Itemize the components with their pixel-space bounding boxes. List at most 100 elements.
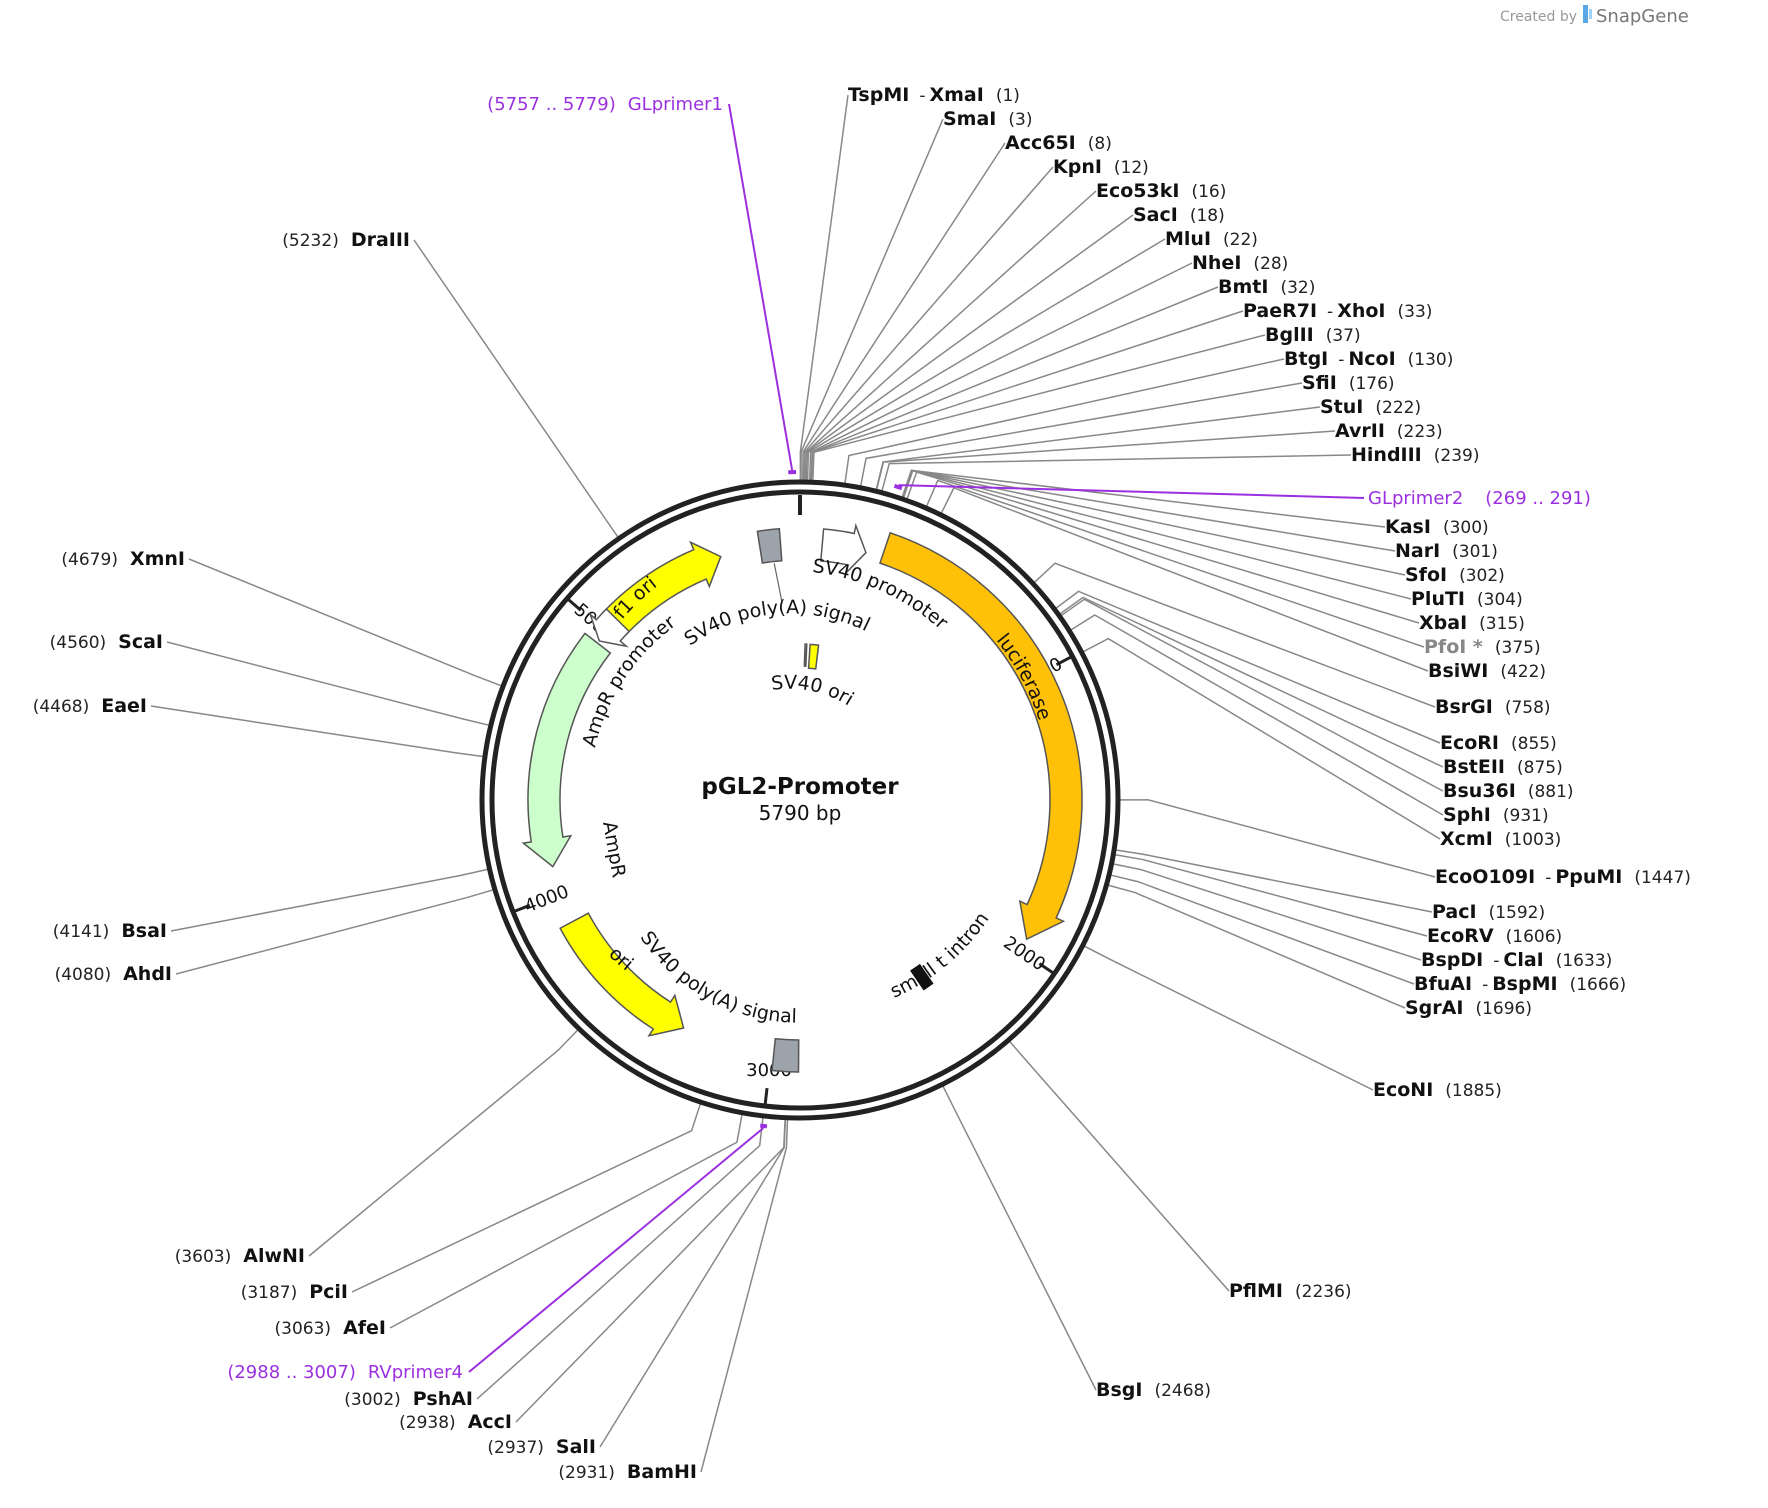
ori-arrow — [559, 912, 685, 1037]
enzyme-label-btgi: BtgI-NcoI(130) — [1284, 348, 1453, 370]
enzyme-label-sali: (2937)SalI — [487, 1436, 596, 1458]
credit-prefix: Created by — [1500, 9, 1577, 25]
label-sv40-ori: SV40 ori — [770, 672, 857, 711]
enzyme-label-nhei: NheI(28) — [1192, 252, 1288, 274]
enzyme-line-xcmi — [1083, 637, 1441, 840]
enzyme-label-xbai: XbaI(315) — [1419, 612, 1525, 634]
tick-mark-4000 — [514, 903, 531, 913]
enzyme-line-kasi — [901, 469, 1386, 528]
enzyme-label-bsiwi: BsiWI(422) — [1428, 660, 1546, 682]
enzyme-line-pfoi — [925, 479, 1425, 648]
enzyme-line-bsteii — [1059, 596, 1444, 768]
enzyme-line-avrii — [875, 430, 1336, 490]
enzyme-line-sphi — [1070, 614, 1444, 816]
enzyme-label-xmni: (4679)XmnI — [61, 548, 185, 570]
tick-mark-5000 — [567, 598, 582, 612]
tick-mark-3000 — [763, 1087, 769, 1105]
enzyme-line-ahdi — [175, 889, 494, 975]
plasmid-length: 5790 bp — [759, 801, 842, 825]
enzyme-line-btgi — [844, 358, 1285, 484]
enzyme-label-paci: PacI(1592) — [1432, 901, 1545, 923]
enzyme-label-kasi: KasI(300) — [1385, 516, 1489, 538]
enzyme-label-alwni: (3603)AlwNI — [175, 1245, 305, 1267]
tick-label-4000: 4000 — [522, 881, 572, 917]
enzyme-line-group — [150, 94, 1444, 1473]
enzyme-label-ecorv: EcoRV(1606) — [1427, 925, 1562, 947]
enzyme-line-sgrai — [1108, 884, 1406, 1009]
enzyme-label-econi: EcoNI(1885) — [1373, 1079, 1502, 1101]
tick-mark-2000 — [1038, 962, 1054, 974]
enzyme-label-pcii: (3187)PciI — [241, 1281, 348, 1303]
enzyme-label-scai: (4560)ScaI — [50, 631, 163, 653]
enzyme-line-bsu36i — [1060, 598, 1444, 792]
enzyme-label-pluti: PluTI(304) — [1411, 588, 1523, 610]
enzyme-label-paer7i: PaeR7I-XhoI(33) — [1243, 300, 1432, 322]
backbone-outer-ring — [479, 479, 1121, 1121]
enzyme-label-bsu36i: Bsu36I(881) — [1443, 780, 1574, 802]
enzyme-line-xbai — [906, 471, 1420, 624]
enzyme-line-mlui — [806, 238, 1166, 481]
enzyme-line-afei — [389, 1114, 743, 1329]
enzyme-line-paci — [1115, 849, 1433, 913]
enzyme-label-bspdi: BspDI-ClaI(1633) — [1421, 949, 1612, 971]
enzyme-label-saci: SacI(18) — [1133, 204, 1225, 226]
enzyme-label-bsgi: BsgI(2468) — [1096, 1379, 1211, 1401]
primer-line-glprimer1 — [728, 103, 794, 471]
enzyme-line-nari — [901, 469, 1396, 552]
enzyme-label-acci: (2938)AccI — [399, 1411, 512, 1433]
enzyme-line-bsgi — [942, 1085, 1097, 1391]
primer-mark-rvprimer4 — [760, 1123, 768, 1129]
enzyme-line-bsiwi — [940, 486, 1429, 672]
primer-label-glprimer1: (5757 .. 5779)GLprimer1 — [487, 94, 723, 115]
enzyme-label-pfoi: PfoI *(375) — [1424, 636, 1541, 658]
enzyme-label-eco53ki: Eco53kI(16) — [1096, 180, 1226, 202]
enzyme-label-tspmi: TspMI-XmaI(1) — [848, 84, 1020, 106]
enzyme-label-draiii: (5232)DraIII — [282, 229, 410, 251]
enzyme-label-eaei: (4468)EaeI — [33, 695, 147, 717]
enzyme-label-bsrgi: BsrGI(758) — [1435, 696, 1551, 718]
enzyme-line-saci — [805, 214, 1134, 481]
enzyme-line-bsai — [170, 868, 488, 932]
enzyme-label-smai: SmaI(3) — [943, 108, 1032, 130]
enzyme-line-draiii — [413, 239, 619, 538]
enzyme-label-sphi: SphI(931) — [1443, 804, 1549, 826]
enzyme-line-sfoi — [902, 469, 1406, 576]
luciferase-arrow — [879, 531, 1083, 941]
enzyme-label-pflmi: PflMI(2236) — [1229, 1280, 1352, 1302]
enzyme-label-ahdi: (4080)AhdI — [55, 963, 172, 985]
primer-label-rvprimer4: (2988 .. 3007)RVprimer4 — [227, 1362, 463, 1383]
primer-line-glprimer2 — [898, 484, 1365, 499]
enzyme-line-kpni — [803, 166, 1054, 481]
enzyme-label-kpni: KpnI(12) — [1053, 156, 1149, 178]
enzyme-line-sali — [599, 1119, 787, 1448]
enzyme-label-stui: StuI(222) — [1320, 396, 1421, 418]
enzyme-label-bfuai: BfuAI-BspMI(1666) — [1414, 973, 1626, 995]
snapgene-logo-icon — [1583, 5, 1588, 23]
enzyme-line-bspdi — [1113, 863, 1422, 961]
snapgene-logo-mark-icon — [1589, 9, 1592, 19]
primer-label-glprimer2: GLprimer2(269 .. 291) — [1368, 488, 1591, 509]
enzyme-label-bmti: BmtI(32) — [1218, 276, 1315, 298]
enzyme-line-ecorv — [1115, 854, 1428, 937]
enzyme-line-eaei — [150, 705, 484, 758]
primer-mark-glprimer2 — [893, 483, 903, 491]
enzyme-label-bsai: (4141)BsaI — [53, 920, 167, 942]
enzyme-line-bglii — [812, 334, 1266, 481]
enzyme-label-mlui: MluI(22) — [1165, 228, 1258, 250]
enzyme-label-ecori: EcoRI(855) — [1440, 732, 1557, 754]
plasmid-name: pGL2-Promoter — [701, 774, 899, 800]
enzyme-label-sfoi: SfoI(302) — [1405, 564, 1505, 586]
sv40-ori-blue-block — [803, 643, 808, 667]
enzyme-label-sgrai: SgrAI(1696) — [1405, 997, 1532, 1019]
enzyme-line-xmni — [188, 558, 502, 687]
enzyme-line-sfii — [860, 382, 1303, 486]
enzyme-line-scai — [166, 641, 490, 726]
backbone — [479, 479, 1121, 1121]
enzyme-label-group: TspMI-XmaI(1)SmaI(3)Acc65I(8)KpnI(12)Eco… — [33, 84, 1691, 1483]
tick-label-2000: 2000 — [999, 932, 1049, 975]
ampr-promoter-arrow — [588, 607, 631, 648]
f1-ori-arrow — [601, 540, 722, 637]
enzyme-line-bfuai — [1110, 874, 1415, 985]
